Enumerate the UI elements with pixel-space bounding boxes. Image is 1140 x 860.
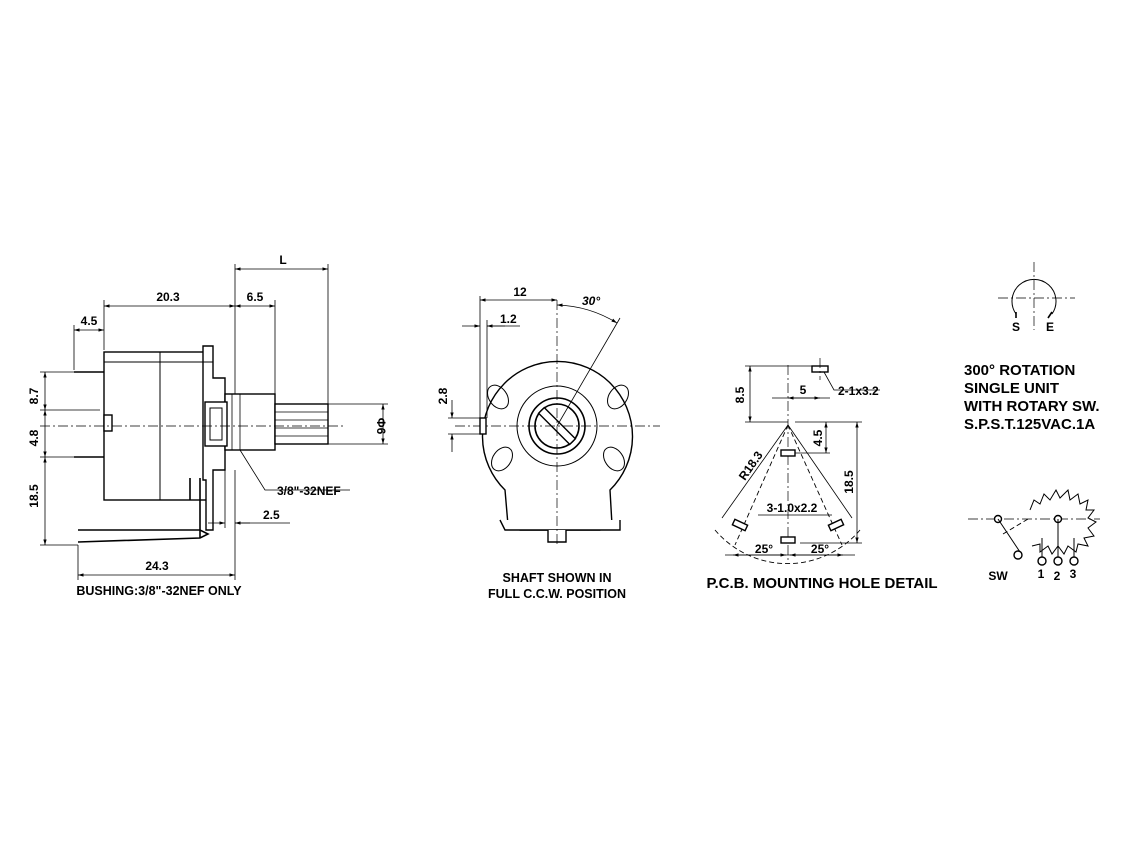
dim-1-2: 1.2 xyxy=(500,312,517,326)
dim-6-5: 6.5 xyxy=(247,290,264,304)
pcb-caption: P.C.B. MOUNTING HOLE DETAIL xyxy=(706,575,937,592)
dim-pcb-25-left: 25° xyxy=(755,542,773,556)
switch-contact xyxy=(1013,550,1023,560)
spec-block: 300° ROTATION SINGLE UNIT WITH ROTARY SW… xyxy=(964,362,1100,433)
dim-12: 12 xyxy=(513,285,527,299)
front-view: 12 30° 1.2 2.8 SHAFT SHOWN IN FULL C.C.W… xyxy=(436,285,660,601)
rotation-symbol: S E xyxy=(998,262,1075,334)
dim-2-5: 2.5 xyxy=(263,508,280,522)
terminal-1-node xyxy=(1037,556,1047,566)
rotation-label-s: S xyxy=(1012,320,1020,334)
front-housing xyxy=(481,360,634,531)
pcb-slot-mid xyxy=(780,449,796,457)
spec-line3: WITH ROTARY SW. xyxy=(964,398,1100,415)
dim-20-3: 20.3 xyxy=(156,290,180,304)
dim-pcb-8-5: 8.5 xyxy=(733,386,747,403)
pcb-detail: 8.5 5 2-1x3.2 4.5 R18.3 18.5 3-1.0x2.2 2… xyxy=(706,358,938,592)
dim-pcb-4-5: 4.5 xyxy=(811,429,825,446)
spec-line4: S.P.S.T.125VAC.1A xyxy=(964,416,1095,433)
spec-line2: SINGLE UNIT xyxy=(964,380,1059,397)
dim-18-5: 18.5 xyxy=(27,484,41,508)
dim-L: L xyxy=(279,253,286,267)
schematic-label-1: 1 xyxy=(1038,567,1045,581)
dim-24-3: 24.3 xyxy=(145,559,169,573)
pcb-slot-bottom xyxy=(780,536,796,544)
schematic-label-3: 3 xyxy=(1070,567,1077,581)
resistor-wheel xyxy=(1029,488,1097,555)
dim-pcb-5: 5 xyxy=(800,383,807,397)
schematic-label-2: 2 xyxy=(1054,569,1061,583)
dim-pcb-2-1x3-2: 2-1x3.2 xyxy=(838,384,879,398)
dim-pcb-3-1-0x2-2: 3-1.0x2.2 xyxy=(767,501,818,515)
side-view: 4.5 20.3 6.5 L 8.7 4.8 18.5 Φ6 3/8"-32NE… xyxy=(27,253,388,598)
front-caption-line1: SHAFT SHOWN IN xyxy=(502,571,611,585)
terminal-leads xyxy=(77,529,210,543)
dim-pcb-25-right: 25° xyxy=(811,542,829,556)
terminal-3-node xyxy=(1069,556,1079,566)
schematic: SW 1 2 3 xyxy=(968,488,1100,583)
schematic-label-sw: SW xyxy=(988,569,1008,583)
dim-pcb-R18-3: R18.3 xyxy=(736,448,766,483)
rotation-label-e: E xyxy=(1046,320,1054,334)
rotation-arc xyxy=(1011,278,1057,315)
pcb-slot-right xyxy=(827,518,845,532)
shaft xyxy=(274,403,329,445)
dim-2-8: 2.8 xyxy=(436,387,450,404)
dim-4-8: 4.8 xyxy=(27,429,41,446)
spec-line1: 300° ROTATION xyxy=(964,362,1075,379)
front-caption-line2: FULL C.C.W. POSITION xyxy=(488,587,626,601)
terminal-2-node xyxy=(1053,556,1063,566)
bushing xyxy=(224,393,276,451)
side-view-caption: BUSHING:3/8"-32NEF ONLY xyxy=(76,584,242,598)
dim-4-5: 4.5 xyxy=(81,314,98,328)
dim-phi6: Φ6 xyxy=(374,418,388,435)
pcb-arc xyxy=(714,529,861,564)
dim-8-7: 8.7 xyxy=(27,387,41,404)
dim-pcb-18-5: 18.5 xyxy=(842,470,856,494)
dim-30deg: 30° xyxy=(582,294,600,308)
dim-thread: 3/8"-32NEF xyxy=(277,484,341,498)
pcb-slot-left xyxy=(731,518,749,532)
